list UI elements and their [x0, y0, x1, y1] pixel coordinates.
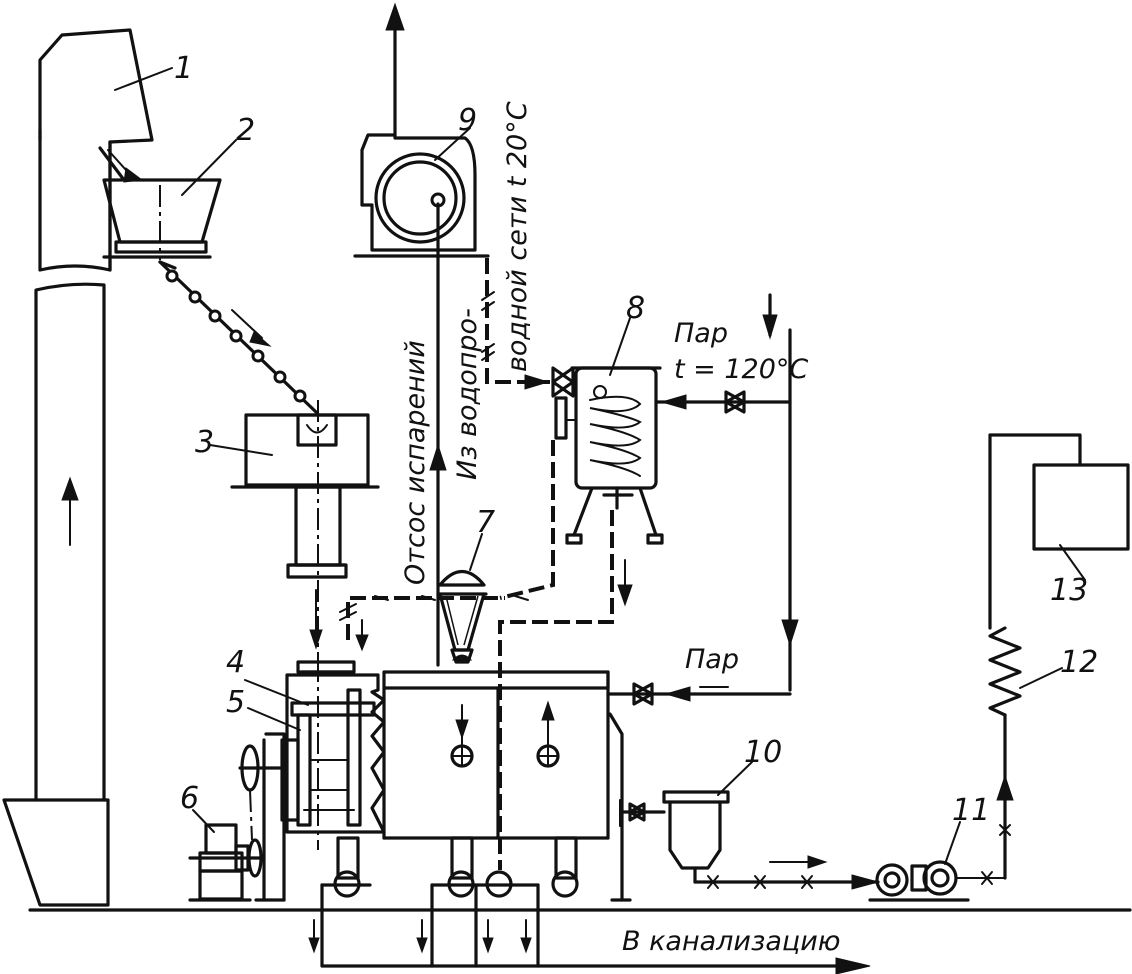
steam-temperature-label: t = 120°C: [674, 354, 808, 385]
label-4: 4: [226, 645, 245, 680]
label-9: 9: [458, 103, 477, 138]
dosing-unit: [230, 400, 380, 660]
steam-top-label: Пар: [674, 318, 728, 349]
elevator-chute: [98, 146, 144, 183]
bucket-elevator: [2, 28, 154, 907]
label-13: 13: [1050, 573, 1088, 608]
water-heater: [499, 366, 664, 600]
steam-line-top: [654, 293, 799, 692]
water-supply-label-2: водной сети t 20°C: [502, 101, 533, 372]
hot-water-line: [498, 510, 633, 640]
dosing-water-line: [339, 595, 529, 652]
sewer-label: В канализацию: [622, 926, 841, 957]
leader-lines: [114, 67, 1086, 865]
label-8: 8: [626, 291, 645, 326]
label-10: 10: [744, 735, 782, 770]
pump-suction-line: [693, 855, 880, 890]
drive-motor: [188, 823, 264, 902]
sewer-trough: [28, 883, 1132, 974]
storage-tank: [1032, 463, 1130, 551]
label-3: 3: [195, 425, 214, 460]
water-valve: [551, 366, 575, 398]
cyclone-separator: [436, 569, 488, 664]
pump: [868, 860, 1006, 902]
label-5: 5: [226, 685, 245, 720]
vapour-exhaust-line: [429, 202, 447, 667]
exhaust-fan: [353, 2, 490, 258]
exhaust-label: Отсос испарений: [400, 340, 431, 585]
water-supply-label-1: Из водопро-: [452, 308, 483, 480]
main-vessel: [238, 589, 792, 902]
hopper: [102, 178, 222, 260]
label-7: 7: [476, 505, 495, 540]
discharge-line: [988, 433, 1082, 880]
label-6: 6: [180, 781, 199, 816]
filter: [619, 790, 730, 884]
label-1: 1: [174, 51, 193, 86]
label-12: 12: [1060, 645, 1098, 680]
label-2: 2: [236, 113, 255, 148]
label-11: 11: [952, 793, 990, 828]
chain-conveyor: [158, 260, 318, 414]
water-supply-line: [481, 258, 550, 390]
steam-vessel-label: Пар: [685, 644, 739, 675]
drain-valves: [333, 836, 579, 898]
